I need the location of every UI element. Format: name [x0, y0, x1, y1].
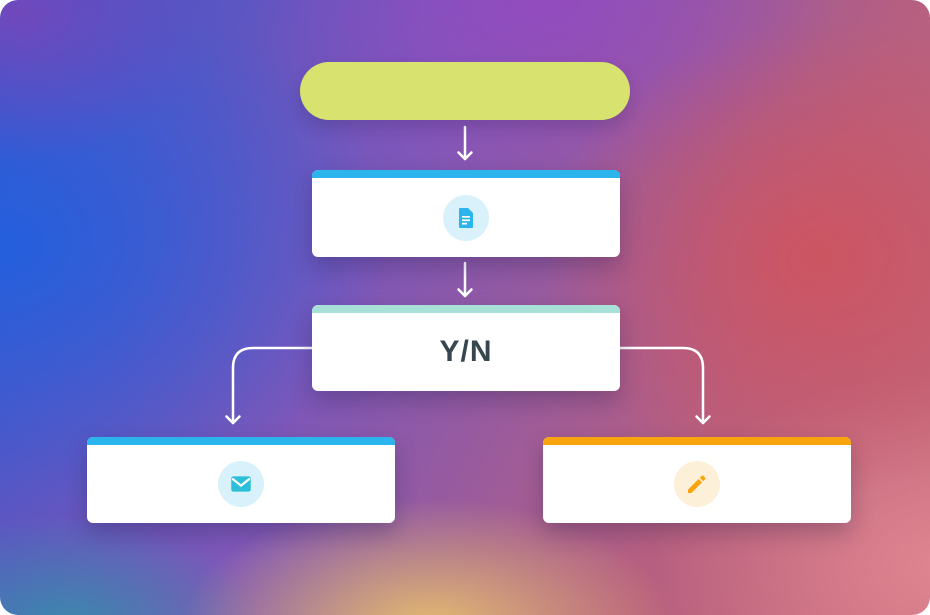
mail-icon	[231, 476, 251, 492]
document-node-body	[312, 178, 620, 257]
document-icon-circle	[443, 194, 489, 241]
document-icon	[459, 207, 473, 228]
pencil-icon	[688, 475, 706, 493]
start-node	[300, 62, 630, 120]
decision-node-stripe	[312, 305, 620, 313]
edge-decision-email-arrow	[225, 346, 314, 425]
email-node	[87, 437, 395, 523]
decision-label: Y/N	[439, 335, 493, 368]
edge-decision-edit-arrow	[618, 346, 711, 425]
edit-node-stripe	[543, 437, 851, 445]
mail-icon-circle	[218, 461, 264, 507]
edit-node-body	[543, 445, 851, 523]
document-node	[312, 170, 620, 257]
edit-node	[543, 437, 851, 523]
decision-node: Y/N	[312, 305, 620, 391]
decision-node-body: Y/N	[312, 313, 620, 391]
email-node-stripe	[87, 437, 395, 445]
email-node-body	[87, 445, 395, 523]
document-node-stripe	[312, 170, 620, 178]
pencil-icon-circle	[674, 461, 720, 507]
